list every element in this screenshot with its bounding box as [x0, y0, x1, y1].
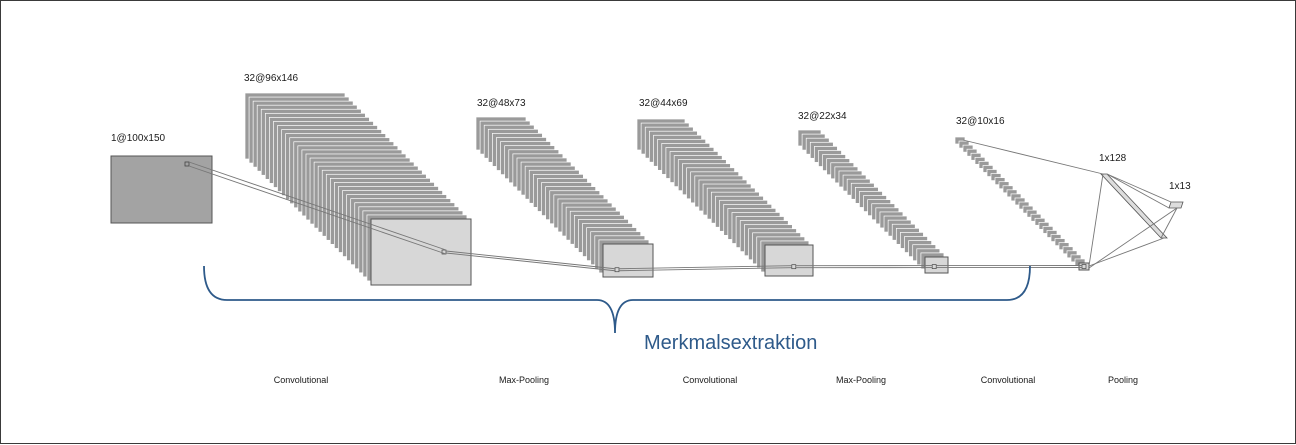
operation-label-conv3: Convolutional — [981, 375, 1036, 385]
operation-label-conv2: Convolutional — [683, 375, 738, 385]
connector-line — [1161, 208, 1177, 238]
pool1-stack — [476, 117, 653, 277]
conv1-stack — [245, 93, 471, 285]
operation-label-conv1: Convolutional — [274, 375, 329, 385]
operation-label-pooling: Pooling — [1108, 375, 1138, 385]
input-image — [111, 156, 212, 223]
layer-label-output: 1x13 — [1169, 181, 1191, 192]
feature-map-front — [1079, 263, 1089, 270]
feature-map-front — [765, 245, 813, 276]
layer-label-conv3: 32@10x16 — [956, 116, 1005, 127]
dense-layer-shape — [1101, 174, 1167, 238]
input-layer — [111, 156, 212, 223]
output-layer-shape — [1169, 202, 1183, 208]
layer-label-conv1: 32@96x146 — [244, 73, 299, 84]
layer-label-dense: 1x128 — [1099, 153, 1127, 164]
layer-label-conv2: 32@44x69 — [639, 98, 688, 109]
connector-line — [1089, 174, 1103, 266]
brace-label: Merkmalsextraktion — [644, 332, 817, 354]
layer-label-pool1: 32@48x73 — [477, 98, 526, 109]
feature-map-stacks — [111, 93, 1183, 285]
connector-line — [1107, 174, 1169, 208]
output-layer — [1169, 202, 1183, 208]
conv3-stack — [955, 137, 1089, 270]
operation-label-pool2: Max-Pooling — [836, 375, 886, 385]
dense-layer — [1101, 174, 1167, 238]
layer-label-pool2: 32@22x34 — [798, 111, 847, 122]
operation-label-pool1: Max-Pooling — [499, 375, 549, 385]
feature-map-front — [603, 244, 653, 277]
pool2-stack — [798, 130, 948, 273]
conv2-stack — [637, 119, 813, 276]
layer-label-input: 1@100x150 — [111, 133, 166, 144]
